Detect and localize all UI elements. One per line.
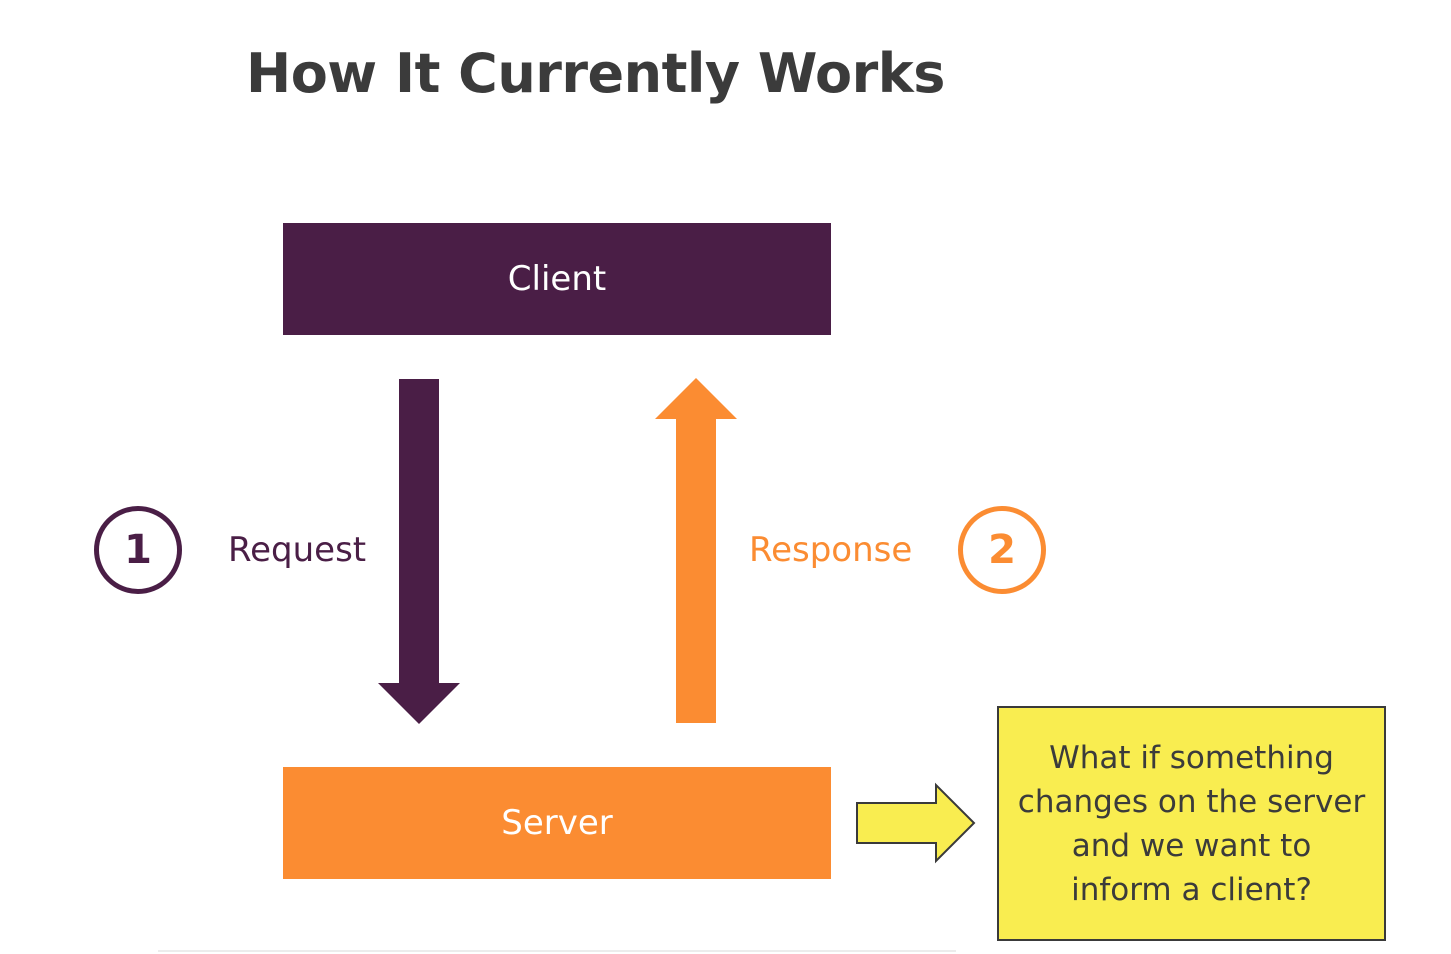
request-label: Request [228,530,367,570]
bottom-divider [158,950,956,952]
response-label: Response [749,530,913,570]
server-label: Server [501,803,613,843]
server-box: Server [283,767,831,879]
note-pointer-arrow [856,782,976,864]
step-1-badge: 1 [94,506,182,594]
question-note-text: What if something changes on the server … [1017,739,1366,908]
client-label: Client [507,259,607,299]
step-2-badge: 2 [958,506,1046,594]
client-box: Client [283,223,831,335]
page-title: How It Currently Works [246,42,945,105]
request-arrow [378,379,460,724]
response-arrow [655,378,737,723]
step-2-number: 2 [988,527,1016,573]
step-1-number: 1 [124,527,152,573]
question-note: What if something changes on the server … [997,706,1386,941]
